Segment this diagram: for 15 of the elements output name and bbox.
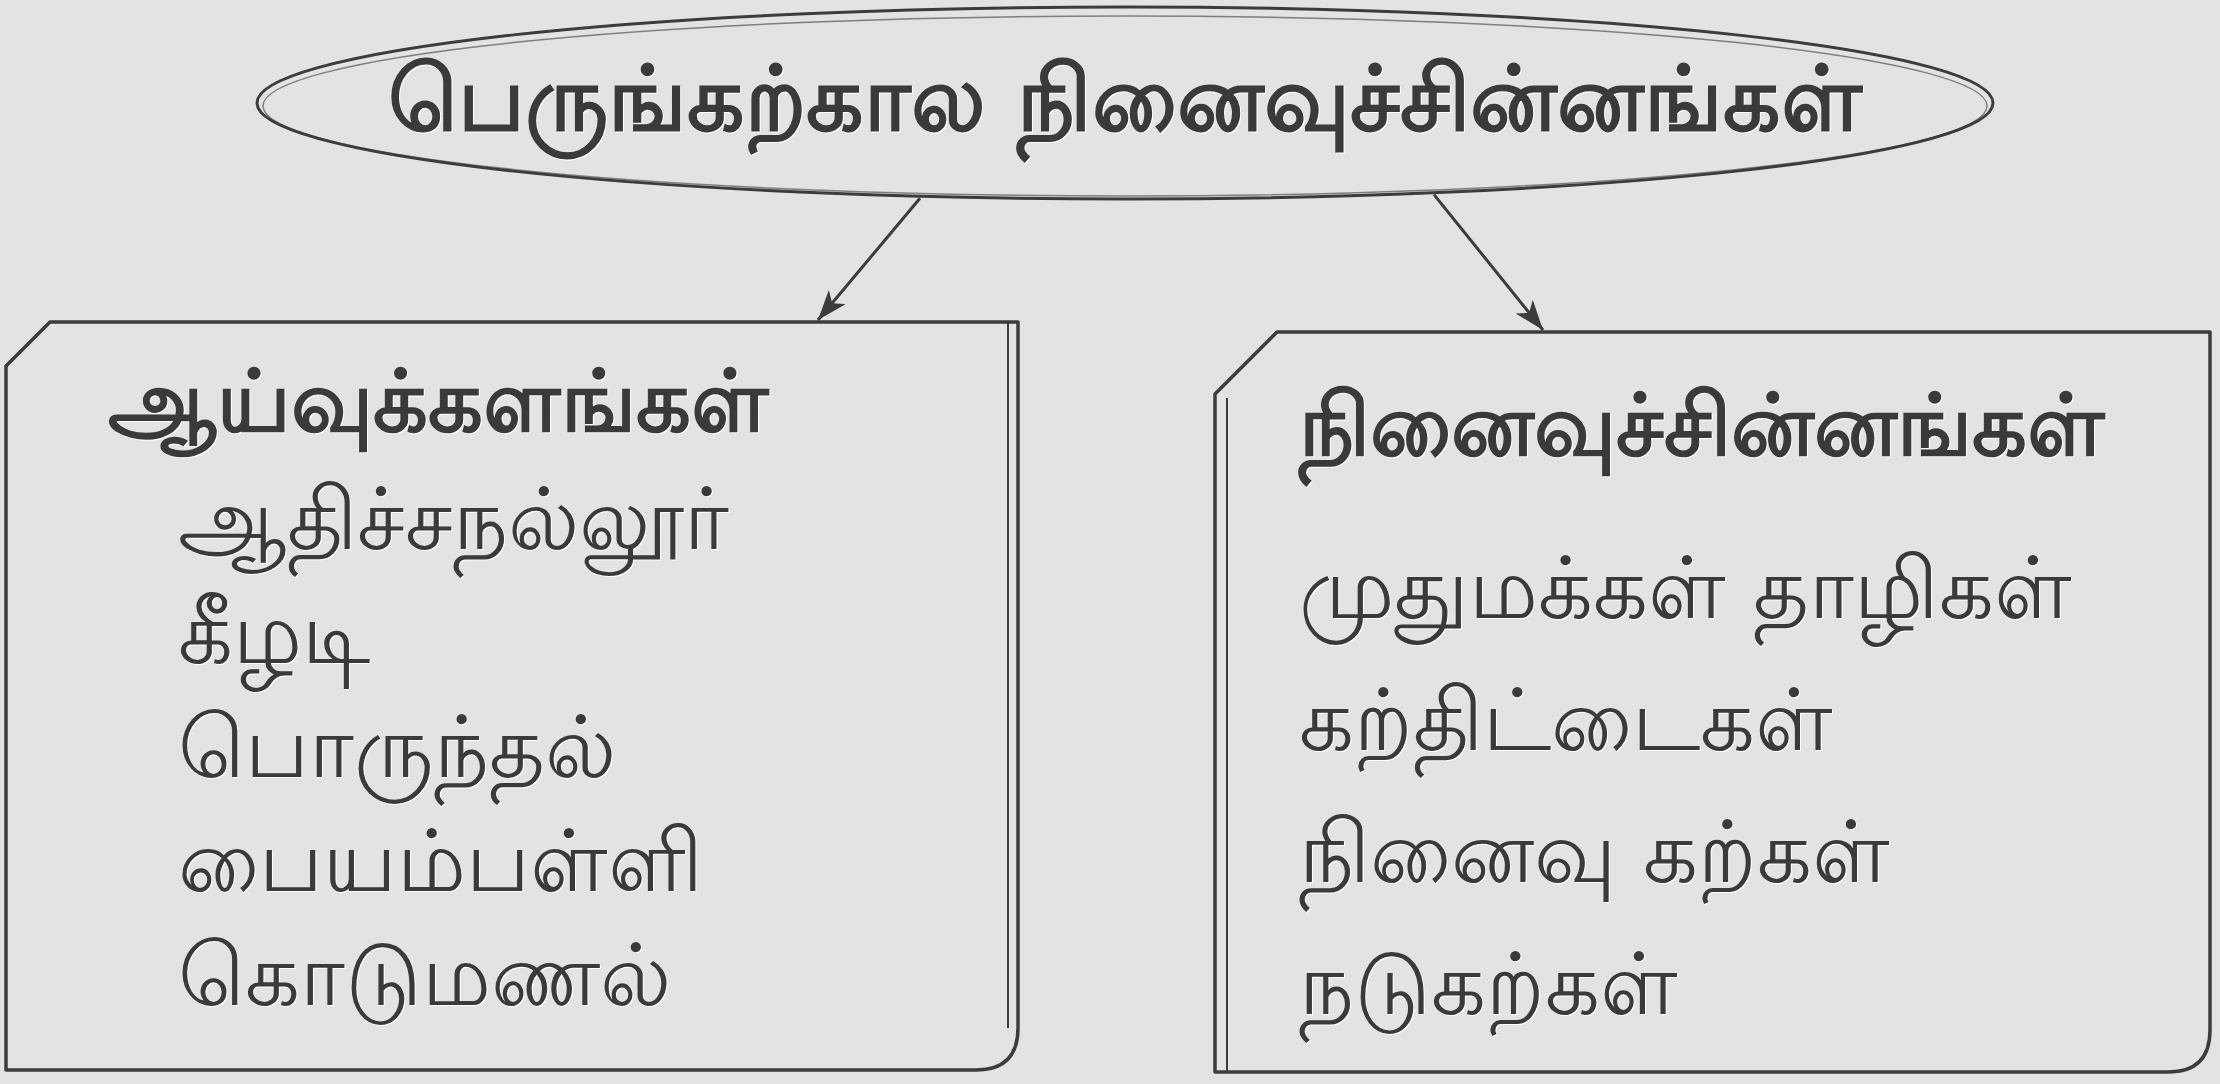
list-item: ஆதிச்சநல்லூர் (164, 461, 743, 576)
arrow (1432, 193, 1545, 331)
list-item: கொடுமணல் (177, 923, 672, 1027)
node-title: பெருங்கற்கால நினைவுச்சின்னங்கள் (373, 33, 1877, 163)
ellipse-node (255, 5, 1995, 201)
list-item: முதுமக்கள் தாழிகள் (1285, 521, 2087, 654)
arrow (816, 197, 922, 321)
list-item: நினைவு கற்கள் (1285, 785, 1905, 918)
category-panel (4, 320, 1020, 1072)
list-item: கற்திட்டைகள் (1285, 653, 1847, 786)
list-item: நடுகற்கள் (1285, 917, 1692, 1050)
panel-heading: ஆய்வுக்களங்கள் (94, 342, 783, 462)
list-item: பையம்பள்ளி (177, 809, 704, 913)
category-panel (1213, 330, 2212, 1074)
panel-heading: நினைவுச்சின்னங்கள் (1285, 366, 2119, 486)
